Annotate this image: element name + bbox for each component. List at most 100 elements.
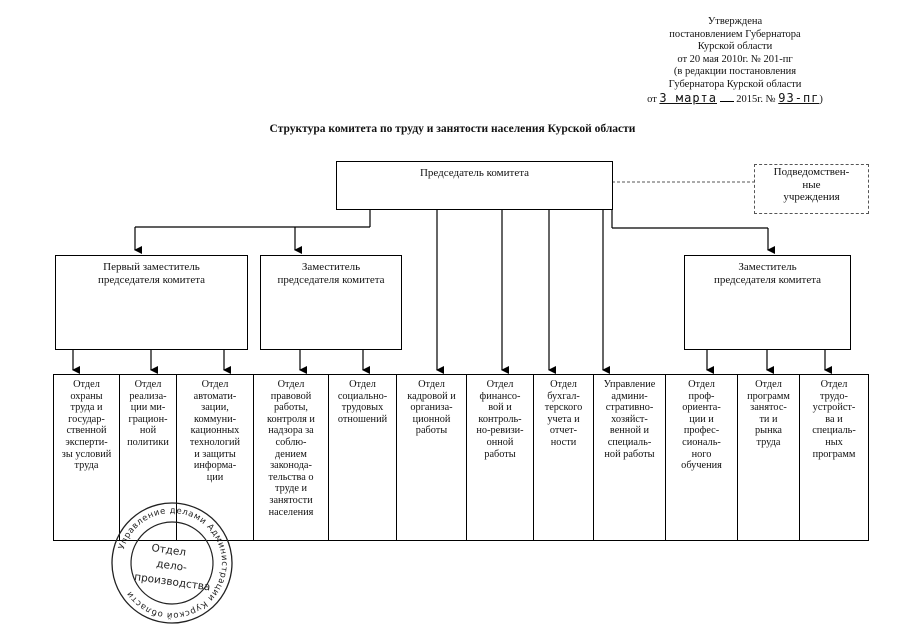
department-line: ности (550, 436, 577, 448)
department-line: кадровой и (407, 390, 456, 402)
department-line: государ- (68, 413, 105, 425)
approval-line: (в редакции постановления (673, 66, 797, 78)
department-line: автомати- (193, 390, 237, 402)
department-line: программ (812, 448, 856, 460)
department-line: Отдел (418, 379, 445, 390)
stamp-line: дело- (156, 558, 188, 574)
approval-line: постановлением Губернатора (669, 28, 801, 40)
department-line: Отдел (820, 379, 848, 390)
department-line: Управление (603, 379, 656, 390)
department-line: терского (544, 402, 583, 414)
department-line: ной (139, 425, 157, 437)
department-line: Отдел (486, 379, 514, 390)
department-line: соблю- (275, 436, 307, 448)
department-line: политики (127, 436, 169, 448)
department-line: охраны (70, 390, 103, 402)
approval-block: Утверждена постановлением Губернатора Ку… (615, 16, 855, 106)
department-line: сиональ- (682, 436, 721, 448)
department-line: технологий (189, 436, 241, 448)
office-stamp: Управление делами Администрации Курской … (108, 499, 236, 628)
department-line: программ (747, 390, 790, 402)
department-line: тельства о (268, 471, 314, 483)
chairman-box: Председатель комитета (336, 161, 613, 210)
approval-line: Курской области (697, 41, 773, 53)
approval-date: 3 марта (659, 90, 717, 105)
department-line: устройст- (812, 402, 856, 414)
department-line: зы условий (61, 448, 112, 460)
department-line: ционной (412, 413, 451, 425)
department-line: учета и (547, 413, 580, 425)
department-line: венной и (609, 425, 650, 437)
department-line: населения (268, 506, 314, 518)
department-line: кационных (190, 425, 240, 437)
department-line: занятос- (750, 402, 787, 414)
subordinate-line: ные (802, 178, 821, 191)
department-line: хозяйст- (611, 413, 648, 425)
department-line: рынка (755, 425, 782, 437)
department-line: организа- (410, 402, 453, 414)
department-line: вой и (488, 402, 512, 414)
first-deputy-line: председателя комитета (97, 273, 206, 286)
page-title: Структура комитета по труду и занятости … (269, 123, 636, 135)
department-line: надзора за (268, 425, 314, 437)
subordinate-line: учреждения (783, 191, 840, 203)
subordinate-line: Подведомствен- (773, 166, 850, 178)
department-line: Отдел (201, 379, 229, 390)
department-line: контроля и (267, 413, 315, 425)
department-line: ции ми- (130, 402, 166, 414)
department-line: Отдел (688, 379, 715, 390)
deputy-box: Заместитель председателя комитета (260, 255, 402, 350)
department-line: обучения (681, 460, 722, 472)
department-line: правовой (270, 390, 312, 402)
department-line: трудовых (341, 402, 384, 414)
department-line: Отдел (349, 379, 376, 390)
approval-date-line: от 3 марта 2015г. № 93-пг) (615, 90, 855, 107)
department-line: реализа- (129, 390, 167, 402)
department-line: грацион- (128, 413, 168, 425)
department-line: ственной (66, 425, 107, 437)
department-line: труда (74, 460, 99, 472)
department-line: отчет- (549, 425, 578, 437)
department-line: коммуни- (193, 413, 237, 425)
department-line: эксперти- (65, 436, 108, 448)
first-deputy-line: Первый заместитель (103, 261, 200, 273)
department-line: работы (415, 425, 448, 437)
department-line: Отдел (134, 379, 162, 390)
department-line: трудо- (820, 390, 848, 402)
department-line: онной (486, 436, 514, 448)
department-line: труде и (274, 483, 308, 495)
deputy-line: председателя комитета (277, 273, 385, 286)
approval-line: от 20 мая 2010г. № 201-пг (677, 53, 793, 65)
approval-year: 2015г. № (736, 93, 776, 105)
department-line: специаль- (607, 436, 652, 448)
department-line: Отдел (277, 379, 305, 390)
department-line: специаль- (812, 425, 856, 437)
department-line: ориента- (682, 402, 721, 414)
department-line: проф- (688, 390, 715, 402)
department-line: но-ревизи- (476, 425, 524, 437)
department-line: финансо- (479, 390, 521, 402)
department-line: работы, (274, 402, 308, 414)
deputy-line: Заместитель (301, 261, 361, 273)
approval-close: ) (819, 93, 823, 105)
department-line: и защиты (194, 448, 236, 460)
department-line: ных (825, 436, 843, 448)
stamp-line: Отдел (151, 542, 187, 559)
department-line: социально- (337, 390, 388, 402)
stamp-line: производства (133, 571, 211, 594)
department-line: ной работы (604, 448, 655, 460)
department-line: ции и (689, 413, 714, 425)
department-line: отношений (337, 413, 388, 425)
department-line: законода- (270, 460, 312, 472)
department-line: Отдел (755, 379, 782, 390)
